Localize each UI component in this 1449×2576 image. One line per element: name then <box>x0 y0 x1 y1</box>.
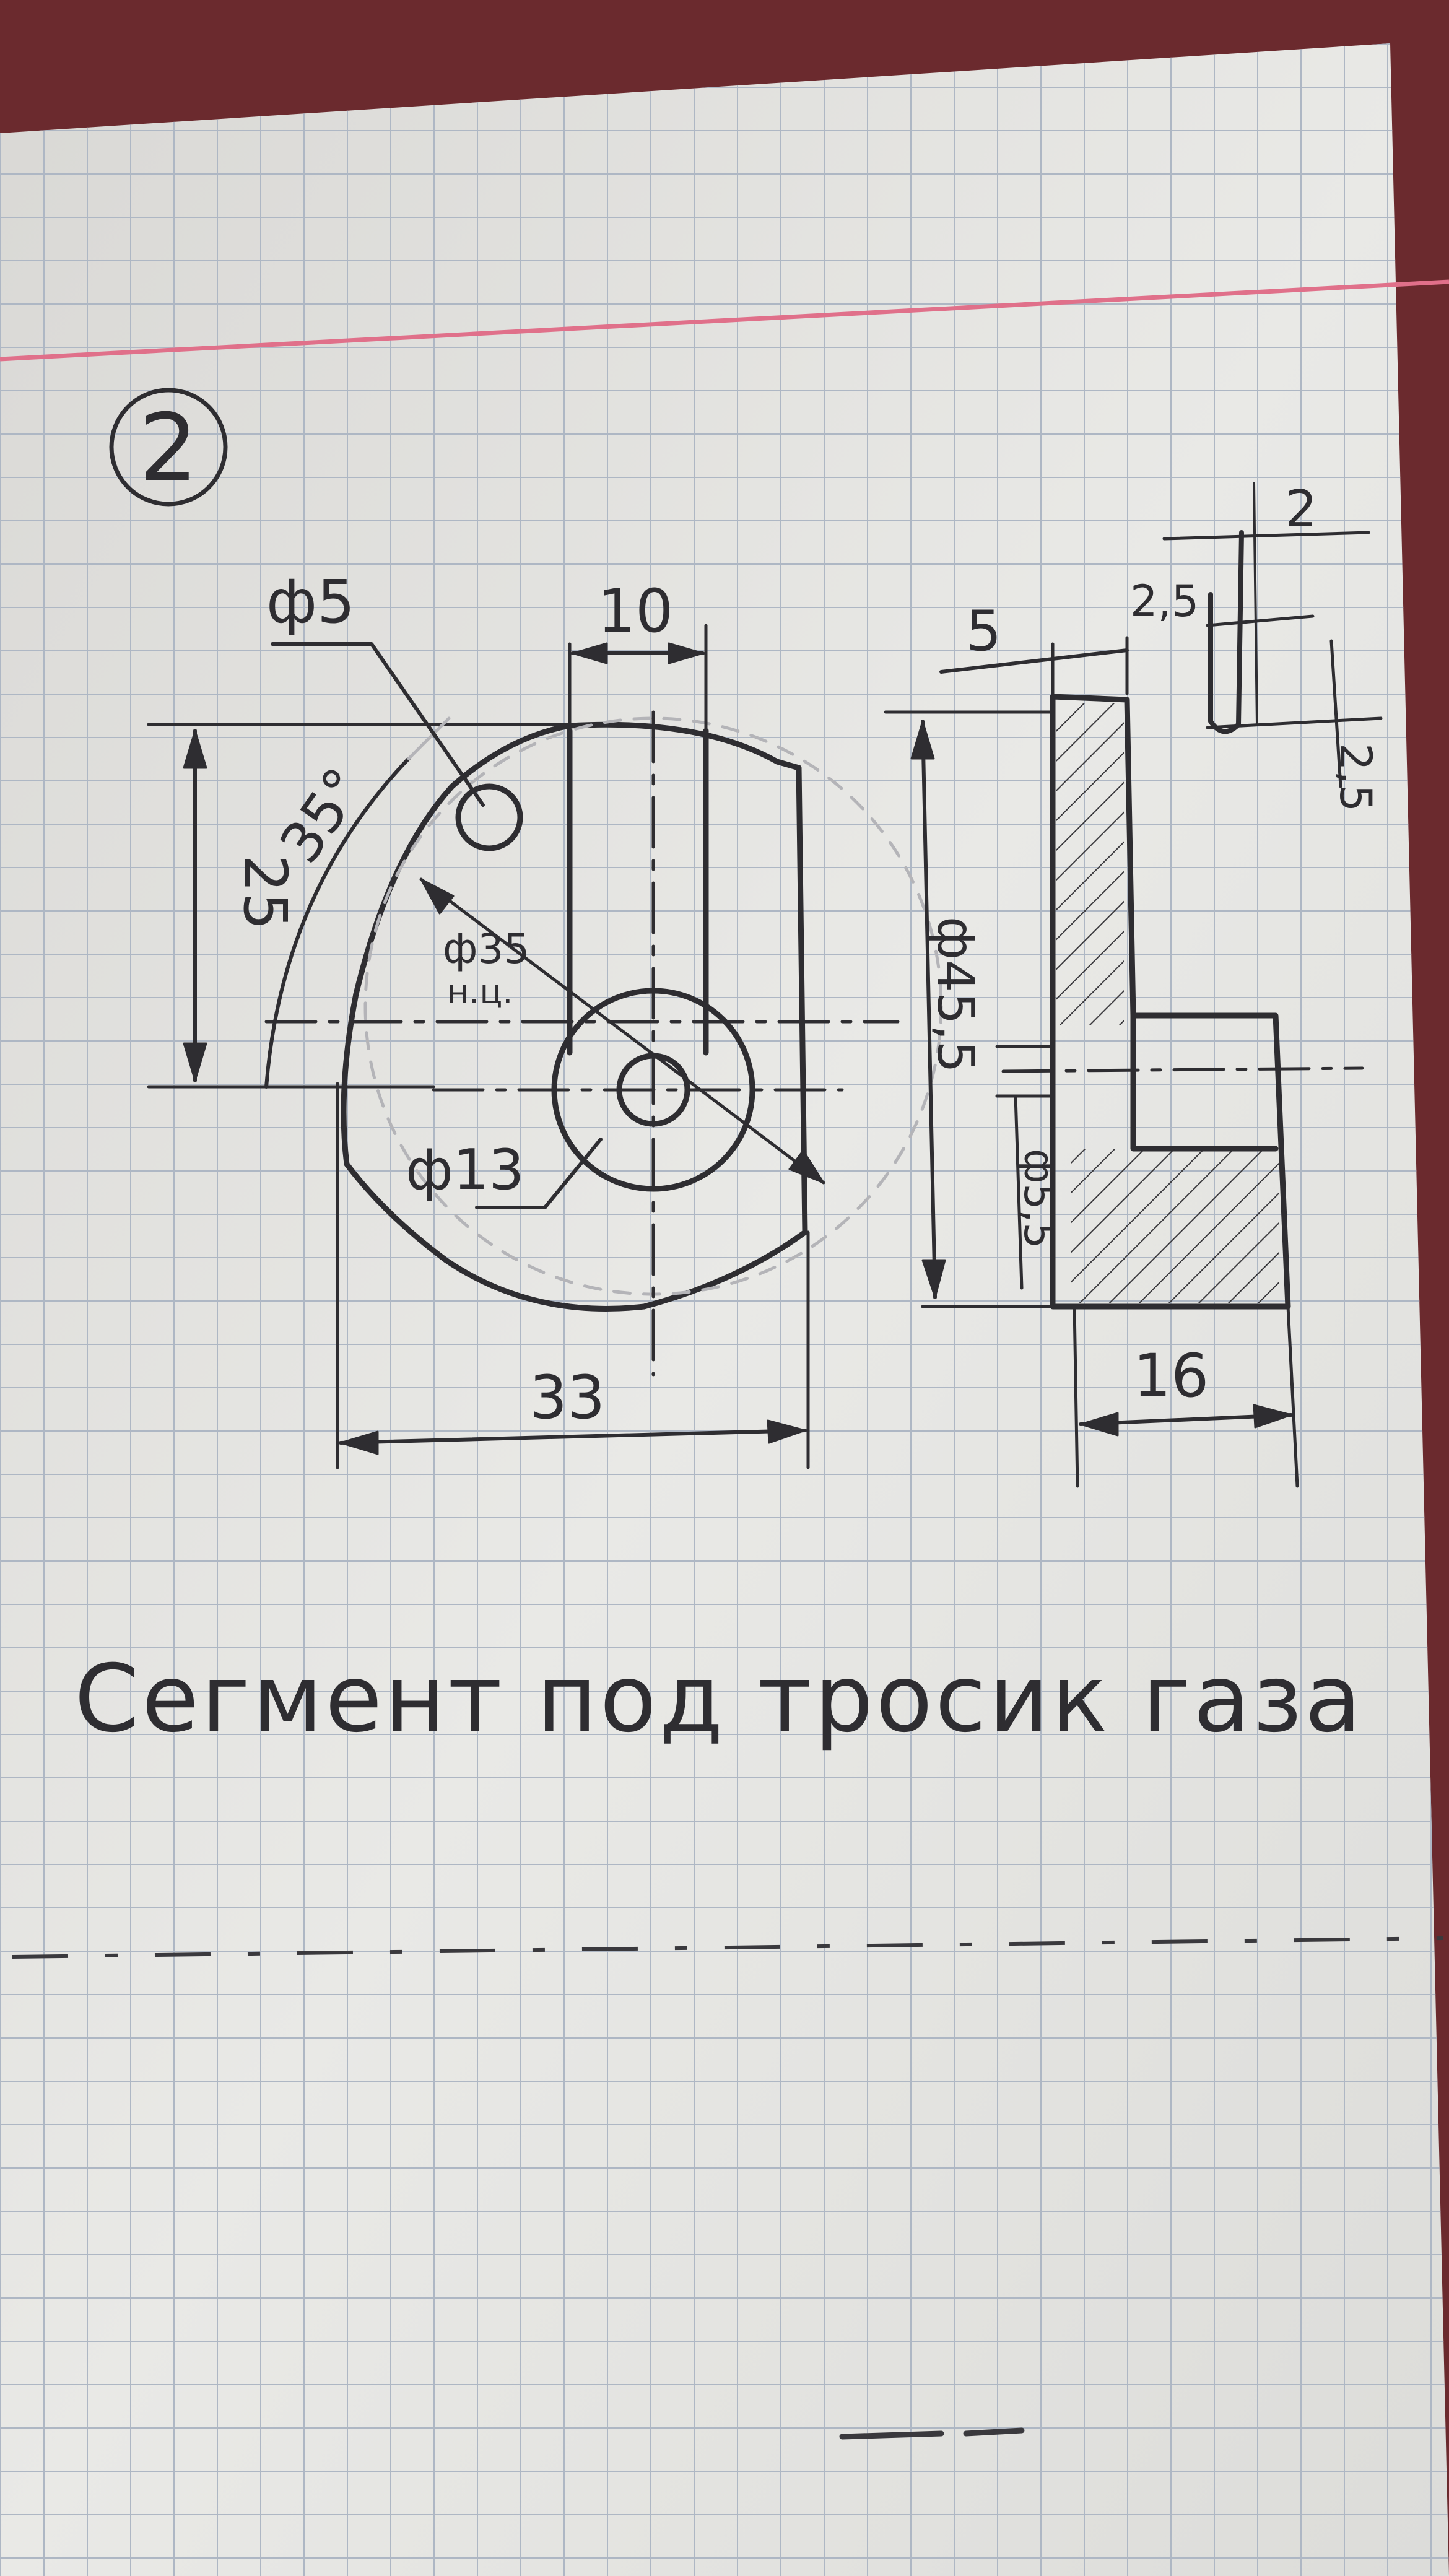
dim-pitch-note: н.ц. <box>447 972 513 1011</box>
section-hatch-lower <box>1071 1149 1279 1303</box>
separator-line <box>12 1936 1443 1959</box>
dim-lip-top: 2 <box>1285 480 1317 539</box>
front-view <box>147 624 943 1469</box>
bottom-mark <box>839 2427 1025 2440</box>
dim-lip-depth: 2,5 <box>1330 743 1381 812</box>
dim-hole-small: ф5 <box>266 567 355 637</box>
sheet-number: 2 <box>139 394 198 502</box>
dim-bore: ф5,5 <box>1015 1149 1063 1248</box>
section-hatch-upper <box>1056 703 1124 1025</box>
angle-arc <box>264 757 411 1089</box>
dim-thickness: 16 <box>1133 1341 1209 1411</box>
paper-sheet <box>0 43 1449 2576</box>
dim-lip-offset: 2,5 <box>1130 576 1199 627</box>
dim-height: 25 <box>230 855 300 930</box>
caption: Сегмент под тросик газа <box>74 1645 1364 1753</box>
margin-line <box>0 279 1449 362</box>
dim-pitch-circle: ф35 <box>443 925 529 973</box>
dim-outer-diameter: ф45,5 <box>926 916 985 1073</box>
dim-overall-width: 33 <box>529 1363 605 1432</box>
slot-outline <box>567 728 709 1056</box>
segment-outline <box>341 721 808 1312</box>
sheet-number-badge: 2 <box>109 388 228 507</box>
dim-slot-width: 10 <box>598 577 673 646</box>
dim-hub: ф13 <box>406 1138 524 1203</box>
dim-flange: 5 <box>966 599 1001 664</box>
side-view <box>884 482 1383 1488</box>
side-view-labels: 2 2,5 2,5 5 ф45,5 ф5,5 16 <box>926 480 1381 1411</box>
small-hole <box>455 783 523 851</box>
